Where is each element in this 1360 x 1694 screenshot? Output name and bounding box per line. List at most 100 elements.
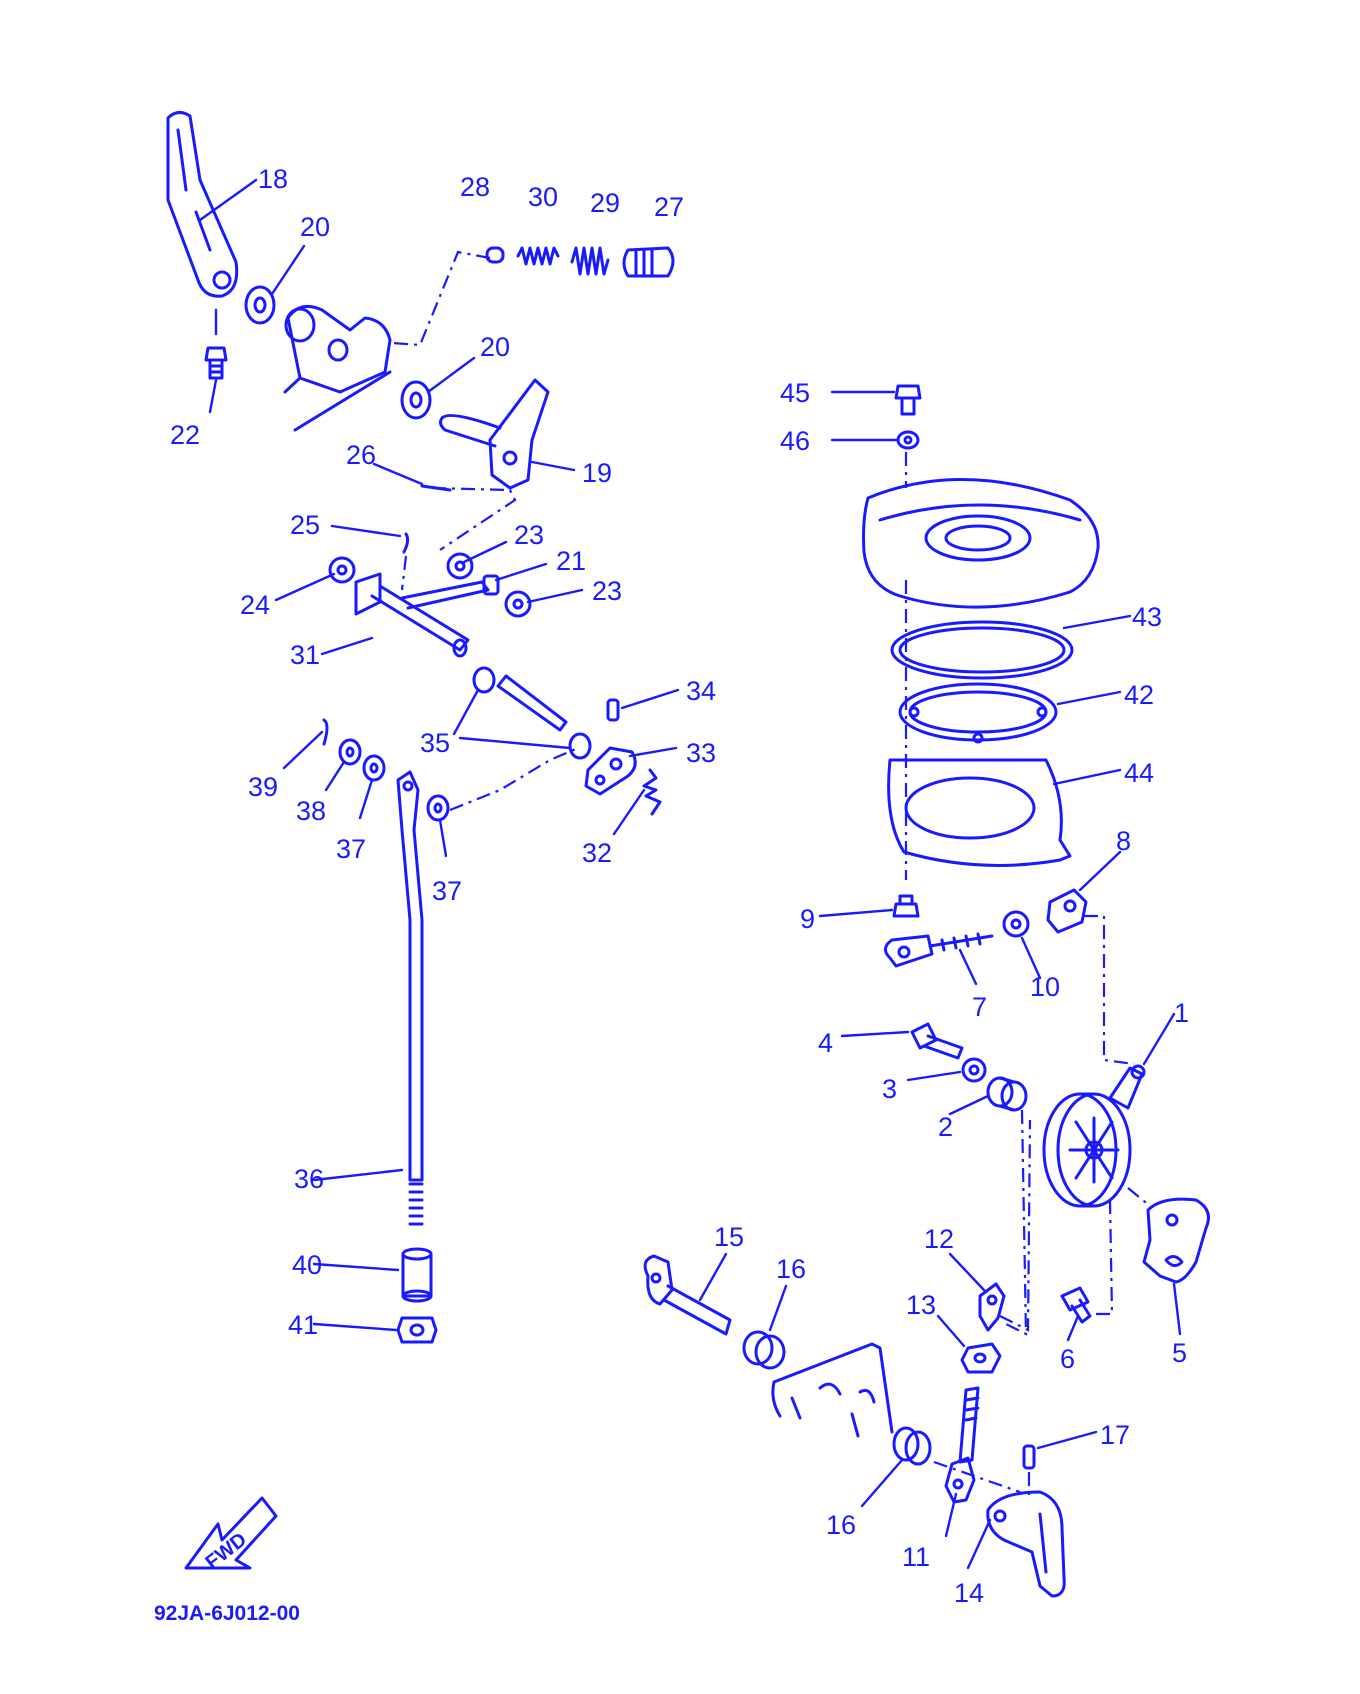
part-7-adjuster-screw[interactable] [884,932,994,968]
part-31-shift-shaft[interactable] [354,572,470,658]
part-40-connector[interactable] [401,1247,433,1303]
label-38[interactable]: 38 [296,796,326,826]
part-36-shift-rod[interactable] [396,770,424,1226]
label-37-b[interactable]: 37 [432,876,462,906]
part-37-washer-b[interactable] [426,794,450,822]
label-11[interactable]: 11 [902,1542,930,1572]
part-16-bushing-upper[interactable] [742,1330,786,1370]
part-38-washer[interactable] [338,738,362,766]
label-13[interactable]: 13 [906,1290,936,1320]
part-25-cotter-pin[interactable] [402,532,410,554]
part-34-pin[interactable] [606,698,620,722]
label-16-lower[interactable]: 16 [826,1510,856,1540]
part-10-washer[interactable] [1002,910,1030,938]
label-28[interactable]: 28 [460,172,490,202]
label-25[interactable]: 25 [290,510,320,540]
part-37-washer-a[interactable] [362,754,386,782]
part-9-bolt[interactable] [892,894,920,918]
label-40[interactable]: 40 [292,1250,322,1280]
part-20-washer-upper[interactable] [244,285,276,325]
part-24-washer[interactable] [328,556,356,584]
part-2-bushing[interactable] [986,1076,1028,1112]
label-30[interactable]: 30 [528,182,558,212]
label-44[interactable]: 44 [1124,758,1154,788]
label-17[interactable]: 17 [1100,1420,1130,1450]
label-27[interactable]: 27 [654,192,684,222]
label-26[interactable]: 26 [346,440,376,470]
part-44-base-plate[interactable] [887,758,1072,867]
label-23-lower[interactable]: 23 [592,576,622,606]
label-29[interactable]: 29 [590,188,620,218]
part-22-bolt[interactable] [204,346,228,380]
part-18-lever-arm[interactable] [166,111,239,298]
label-7[interactable]: 7 [972,992,987,1022]
part-3-washer[interactable] [961,1057,987,1083]
label-2[interactable]: 2 [938,1112,953,1142]
label-23-upper[interactable]: 23 [514,520,544,550]
part-46-washer[interactable] [896,430,920,450]
part-11-threaded-rod[interactable] [944,1386,980,1504]
label-43[interactable]: 43 [1132,602,1162,632]
part-1-pulley[interactable] [1042,1064,1146,1208]
shift-bracket-housing[interactable] [283,304,392,432]
part-35-washer-a[interactable] [472,666,496,694]
label-31[interactable]: 31 [290,640,320,670]
label-8[interactable]: 8 [1116,826,1131,856]
label-4[interactable]: 4 [818,1028,833,1058]
label-32[interactable]: 32 [582,838,612,868]
part-27-plug[interactable] [622,246,675,278]
label-42[interactable]: 42 [1124,680,1154,710]
label-15[interactable]: 15 [714,1222,744,1252]
label-35[interactable]: 35 [420,728,450,758]
part-12-link[interactable] [978,1282,1006,1332]
part-42-plate[interactable] [898,682,1058,744]
part-17-pin[interactable] [1022,1444,1036,1470]
part-32-spring[interactable] [642,768,662,816]
label-39[interactable]: 39 [248,772,278,802]
label-16-upper[interactable]: 16 [776,1254,806,1284]
label-3[interactable]: 3 [882,1074,897,1104]
label-36[interactable]: 36 [294,1164,324,1194]
label-5[interactable]: 5 [1172,1338,1187,1368]
label-6[interactable]: 6 [1060,1344,1075,1374]
part-14-shift-arm[interactable] [986,1490,1066,1598]
label-24[interactable]: 24 [240,590,270,620]
label-19[interactable]: 19 [582,458,612,488]
part-30-spring[interactable] [516,246,560,266]
label-9[interactable]: 9 [800,904,815,934]
label-22[interactable]: 22 [170,420,200,450]
part-13-nut[interactable] [960,1342,1002,1374]
label-33[interactable]: 33 [686,738,716,768]
label-20-lower[interactable]: 20 [480,332,510,362]
part-19-shift-lever[interactable] [439,378,550,490]
part-33-shift-cam[interactable] [584,746,637,796]
part-20-washer-lower[interactable] [400,380,432,420]
label-12[interactable]: 12 [924,1224,954,1254]
part-35-washer-b[interactable] [568,732,592,760]
part-4-bolt[interactable] [910,1022,964,1060]
label-1[interactable]: 1 [1174,998,1189,1028]
label-46[interactable]: 46 [780,426,810,456]
part-35-sleeve[interactable] [496,674,568,732]
part-5-bracket[interactable] [1142,1197,1210,1284]
label-21[interactable]: 21 [556,546,586,576]
part-41-nut[interactable] [396,1316,438,1344]
label-10[interactable]: 10 [1030,972,1060,1002]
part-15-pivot-shaft[interactable] [643,1254,732,1336]
part-39-clip[interactable] [322,718,329,746]
label-37-a[interactable]: 37 [336,834,366,864]
part-6-bolt[interactable] [1060,1286,1092,1324]
part-21-link-rod[interactable] [400,574,500,610]
part-23-washer-lower[interactable] [504,590,532,618]
label-34[interactable]: 34 [686,676,716,706]
part-43-gasket-ring[interactable] [890,620,1074,680]
part-28-detent-ball[interactable] [485,246,505,264]
part-45-bolt[interactable] [894,384,922,416]
label-18[interactable]: 18 [258,164,288,194]
part-29-spring[interactable] [570,246,610,276]
part-8-cam-nut[interactable] [1046,888,1088,934]
label-41[interactable]: 41 [288,1310,318,1340]
starter-cover[interactable] [862,478,1100,609]
label-14[interactable]: 14 [954,1578,984,1608]
part-16-bushing-lower[interactable] [892,1426,932,1466]
